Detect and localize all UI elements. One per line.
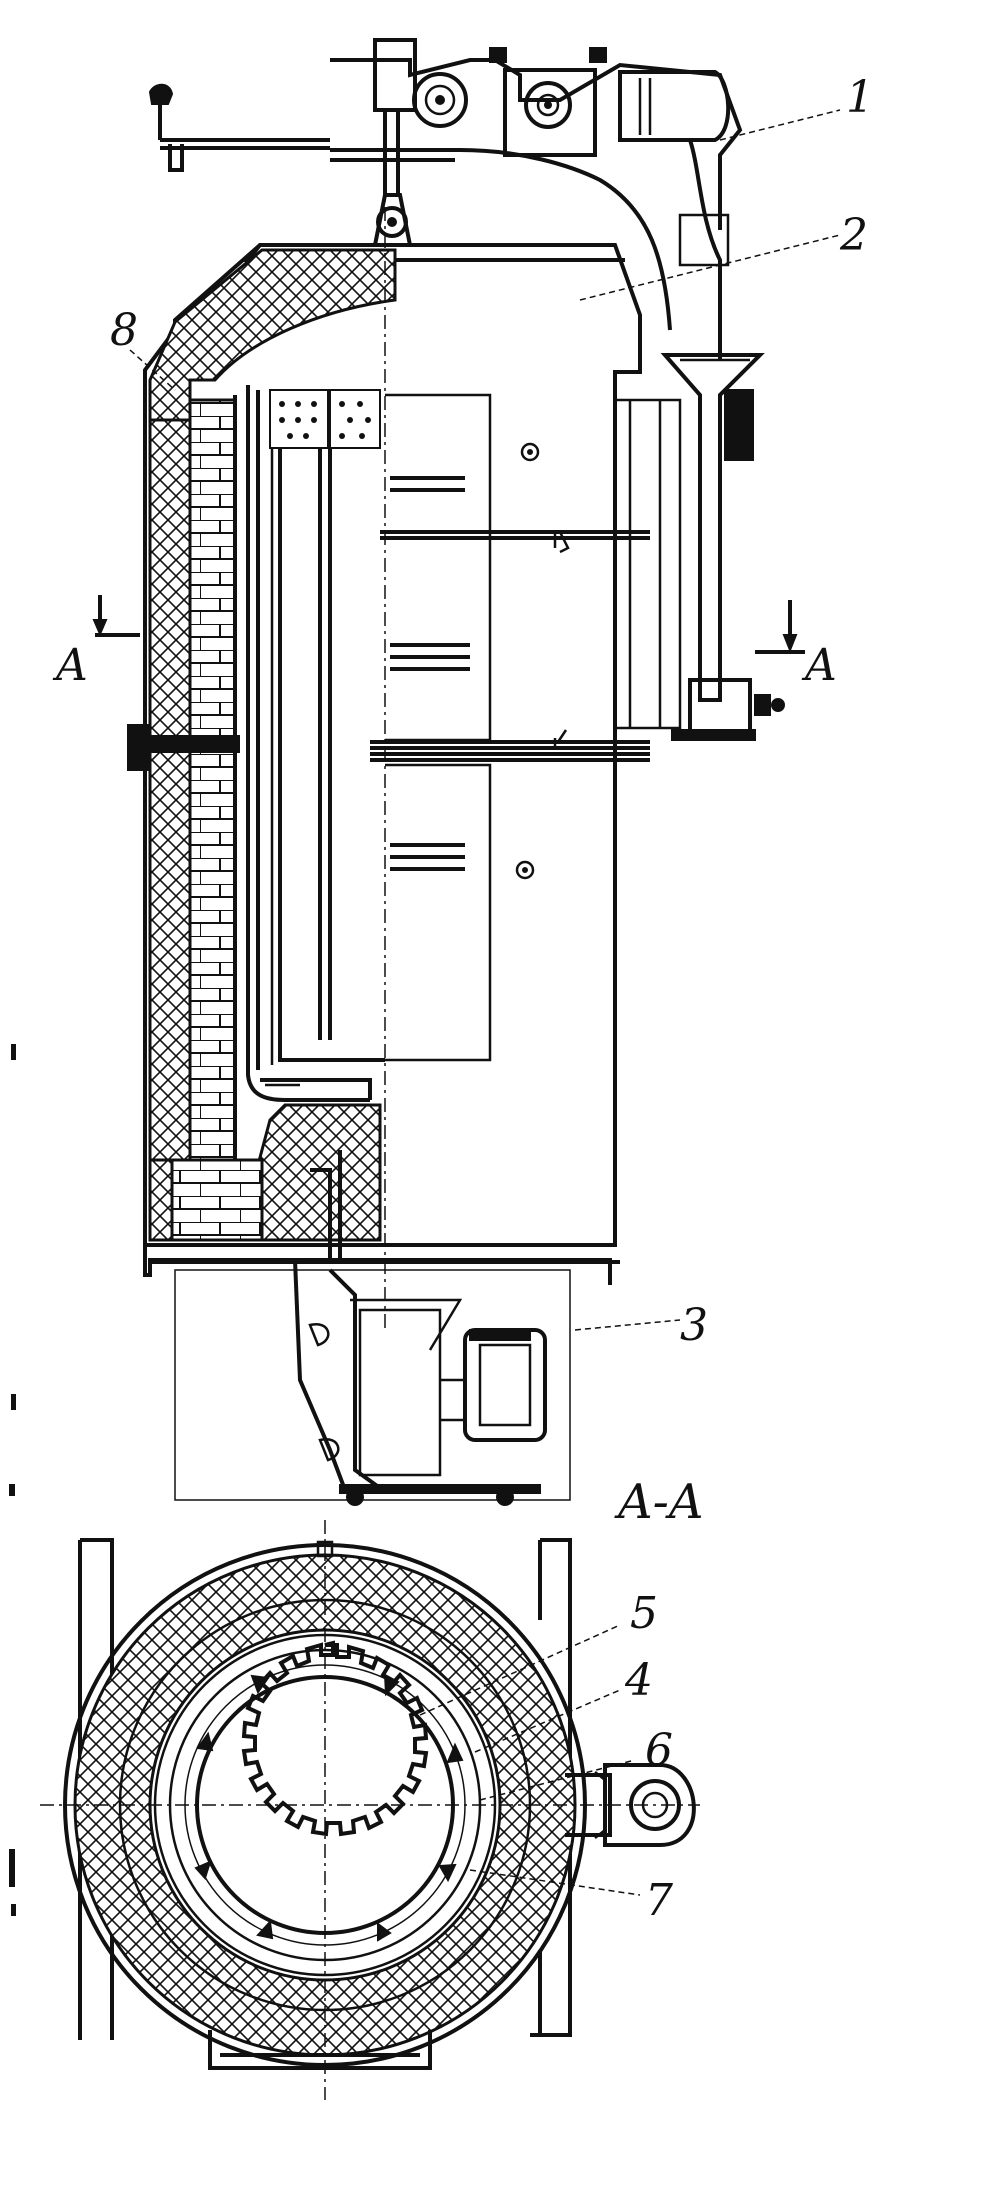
callout-3: 3 xyxy=(680,1300,708,1351)
furnace-shell xyxy=(143,243,682,1247)
callout-2: 2 xyxy=(839,210,868,261)
callout-5: 5 xyxy=(630,1588,658,1639)
bottom-drive xyxy=(143,1150,620,1506)
element-ring-inner xyxy=(168,1648,482,1962)
firebrick-layer xyxy=(170,395,264,1242)
exterior-panels xyxy=(385,393,570,1062)
section-marker-right: A xyxy=(755,600,837,691)
callouts-upper: 1 2 3 8 xyxy=(110,72,874,1351)
callout-4: 4 xyxy=(624,1655,653,1706)
callout-1: 1 xyxy=(846,72,874,123)
section-mark-left-label: A xyxy=(52,640,88,691)
callout-7: 7 xyxy=(645,1875,673,1926)
section-view-title: A-A xyxy=(614,1474,704,1530)
lift-column xyxy=(660,353,785,741)
section-mark-right-label: A xyxy=(801,640,837,691)
section-marker-left: A xyxy=(52,595,140,691)
callouts-lower: 5 4 6 7 xyxy=(419,1588,673,1926)
side-elevation: A A 1 2 3 8 xyxy=(52,38,874,1506)
heating-element-zigzag xyxy=(241,1640,429,1837)
support-wedges xyxy=(194,1673,464,1942)
callout-8: 8 xyxy=(110,305,138,356)
heating-elements xyxy=(246,385,385,1102)
side-lug xyxy=(565,1763,696,1847)
callout-6: 6 xyxy=(645,1725,673,1776)
section-view: A-A xyxy=(40,1474,704,2100)
margin-marks xyxy=(9,1044,16,1916)
lid-mechanism xyxy=(148,38,743,360)
wall-flange xyxy=(127,724,240,771)
